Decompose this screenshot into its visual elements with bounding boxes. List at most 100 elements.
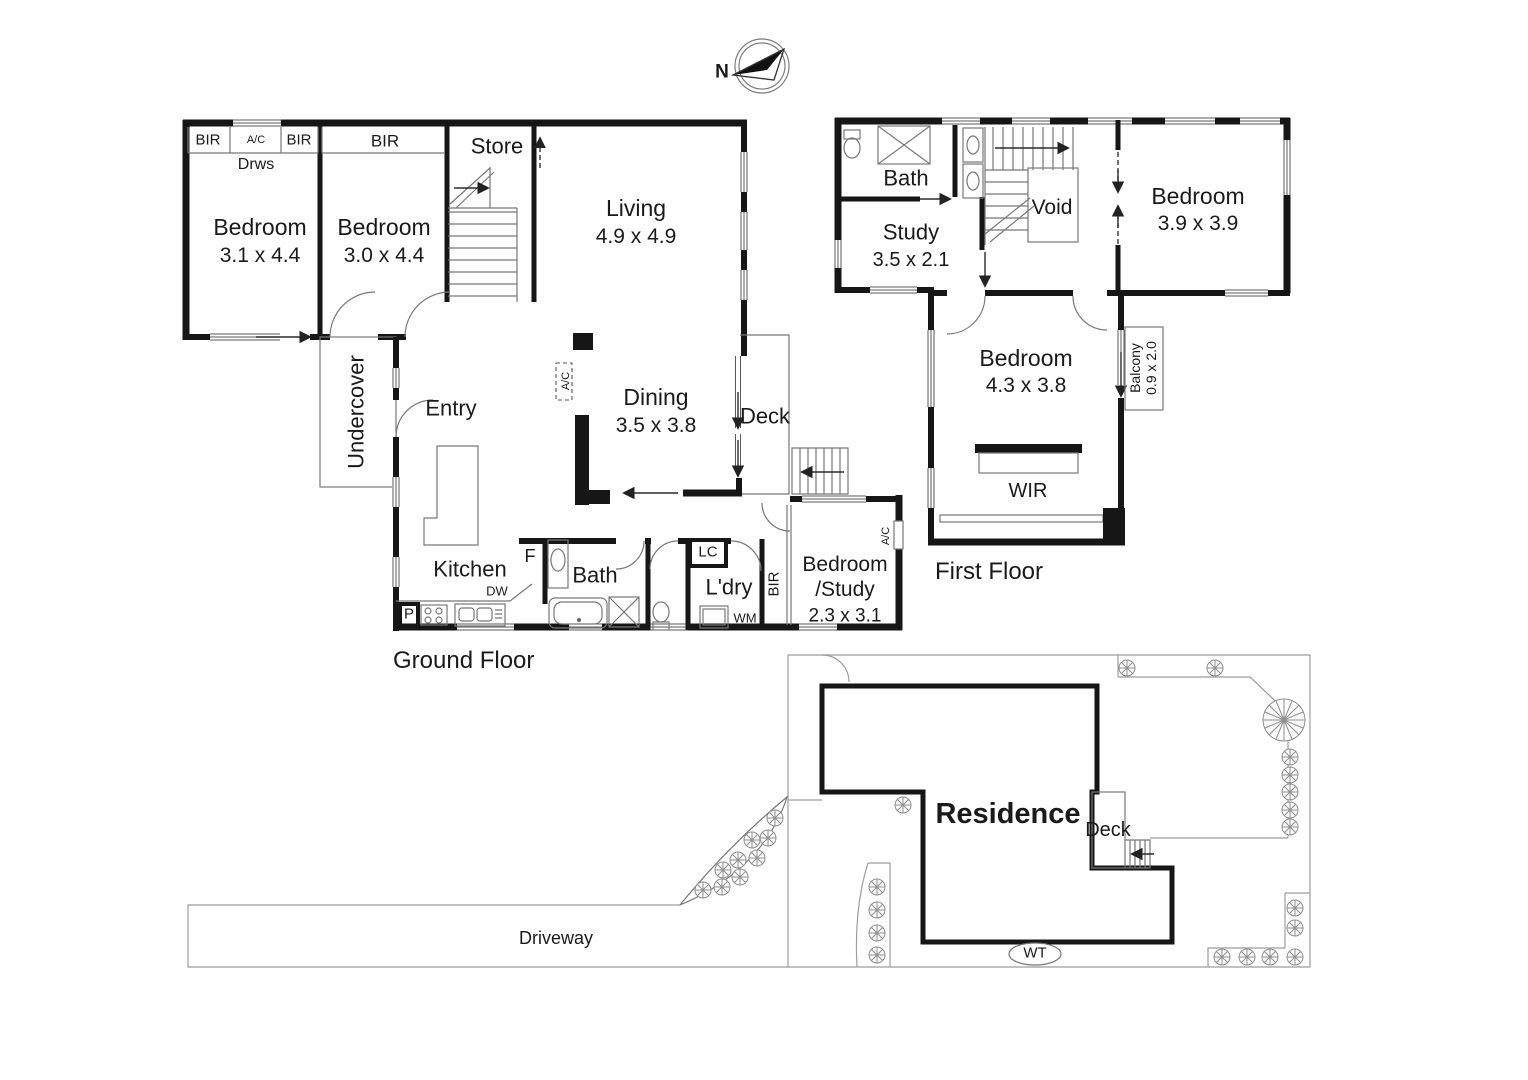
undercover-outline xyxy=(319,336,397,488)
room-label-bath-ff: Bath xyxy=(883,165,929,191)
residence-outline xyxy=(819,683,1175,945)
room-label-bedroom1: Bedroom xyxy=(213,214,307,241)
closet-label-bir: BIR xyxy=(195,131,221,149)
water-tank-icon xyxy=(1008,942,1062,966)
window xyxy=(1283,140,1291,195)
wall-stub xyxy=(589,490,610,504)
pantry-box xyxy=(398,602,420,628)
room-dims-bedroom-ff1: 3.9 x 3.9 xyxy=(1157,212,1239,236)
ac-unit-box xyxy=(893,520,904,550)
vanity-icon xyxy=(962,127,984,199)
cooktop-icon xyxy=(420,604,448,626)
kitchen-island xyxy=(423,445,479,546)
window xyxy=(1165,117,1215,125)
room-label-bedroom-ff1: Bedroom xyxy=(1151,183,1245,210)
window-ledge xyxy=(939,514,1104,523)
door-arc xyxy=(615,540,645,570)
room-label-entry: Entry xyxy=(425,395,477,421)
window xyxy=(927,468,935,508)
room-label-bedroom2: Bedroom xyxy=(337,214,431,241)
ground-floor-title: Ground Floor xyxy=(393,647,535,674)
door-arc xyxy=(404,291,451,338)
window xyxy=(392,477,400,507)
room-label-kitchen: Kitchen xyxy=(433,556,507,582)
bir-closet-front xyxy=(786,505,792,625)
site-deck-stairs-icon xyxy=(1125,839,1154,869)
window xyxy=(1240,117,1280,125)
driveway-label: Driveway xyxy=(518,927,594,948)
vanity-icon xyxy=(547,539,569,589)
water-tank-label: WT xyxy=(1023,944,1047,962)
room-label-store: Store xyxy=(470,133,524,159)
door-arc xyxy=(730,540,762,572)
linen-label: LC xyxy=(698,543,718,561)
room-dims-living: 4.9 x 4.9 xyxy=(595,225,677,249)
door-arc xyxy=(1072,295,1108,331)
bathtub-icon xyxy=(548,597,608,629)
linen-closet xyxy=(688,538,728,568)
room-label-bath: Bath xyxy=(572,562,618,588)
room-dims-bedroom-ff2: 4.3 x 3.8 xyxy=(985,374,1067,398)
wall-stub xyxy=(575,415,589,505)
dishwasher-label: DW xyxy=(486,583,508,599)
window xyxy=(802,495,866,503)
window xyxy=(392,557,400,587)
window xyxy=(233,119,281,127)
room-dims-balcony: 0.9 x 2.0 xyxy=(1143,341,1160,395)
gate-arc xyxy=(821,654,850,683)
site-plan xyxy=(187,654,1311,968)
void-outline xyxy=(1027,167,1079,243)
window xyxy=(799,623,837,631)
window xyxy=(392,368,400,388)
toilet-icon xyxy=(652,601,670,631)
door-arc xyxy=(395,399,434,438)
deck-stairs-icon xyxy=(791,447,849,495)
window xyxy=(870,286,917,294)
toilet-icon xyxy=(843,129,861,159)
room-dims-bedroom1: 3.1 x 4.4 xyxy=(219,244,301,268)
ground-floor-plan xyxy=(182,119,904,631)
pantry-label: P xyxy=(403,605,415,623)
ac-unit-label-2: A/C xyxy=(879,526,892,546)
shower-icon xyxy=(608,596,640,628)
compass-north-label: N xyxy=(715,61,729,83)
window xyxy=(942,117,980,125)
garden-bed xyxy=(855,862,891,968)
room-label-void: Void xyxy=(1031,196,1073,220)
first-floor-title: First Floor xyxy=(935,558,1043,585)
window xyxy=(927,330,935,407)
site-deck-outline xyxy=(1091,791,1126,869)
closet-label-bir: BIR xyxy=(370,131,400,151)
window xyxy=(1012,117,1050,125)
staircase-icon xyxy=(984,127,1074,245)
closet-label-bir-side: BIR xyxy=(765,571,783,597)
room-dims-bedroom-study: 2.3 x 3.1 xyxy=(808,605,882,627)
window xyxy=(740,270,748,300)
window xyxy=(834,240,842,268)
door-arc xyxy=(329,291,376,338)
wir-shelf xyxy=(975,444,1082,453)
residence-label: Residence xyxy=(935,797,1081,830)
washer-label: WM xyxy=(733,610,757,626)
room-label-study: Study xyxy=(882,219,940,245)
room-label-bedroom-ff2: Bedroom xyxy=(979,345,1073,372)
room-dims-study: 3.5 x 2.1 xyxy=(872,248,950,271)
room-label-laundry: L'dry xyxy=(705,574,753,600)
balcony-outline xyxy=(1124,326,1164,411)
wir-rail xyxy=(978,452,1079,474)
staircase-icon xyxy=(448,167,518,302)
ac-unit-box xyxy=(555,362,573,401)
door-arc xyxy=(649,540,679,570)
deck-outline xyxy=(740,334,790,495)
window xyxy=(740,212,748,250)
first-floor-plan xyxy=(834,117,1291,546)
washing-machine-icon xyxy=(699,605,729,629)
closet-label-bir: BIR xyxy=(286,131,312,149)
sink-icon xyxy=(454,603,506,627)
door-arc xyxy=(946,295,986,335)
window xyxy=(1088,117,1132,125)
room-label-bedroom-study: Bedroom xyxy=(802,553,888,577)
door-arc xyxy=(761,502,791,532)
